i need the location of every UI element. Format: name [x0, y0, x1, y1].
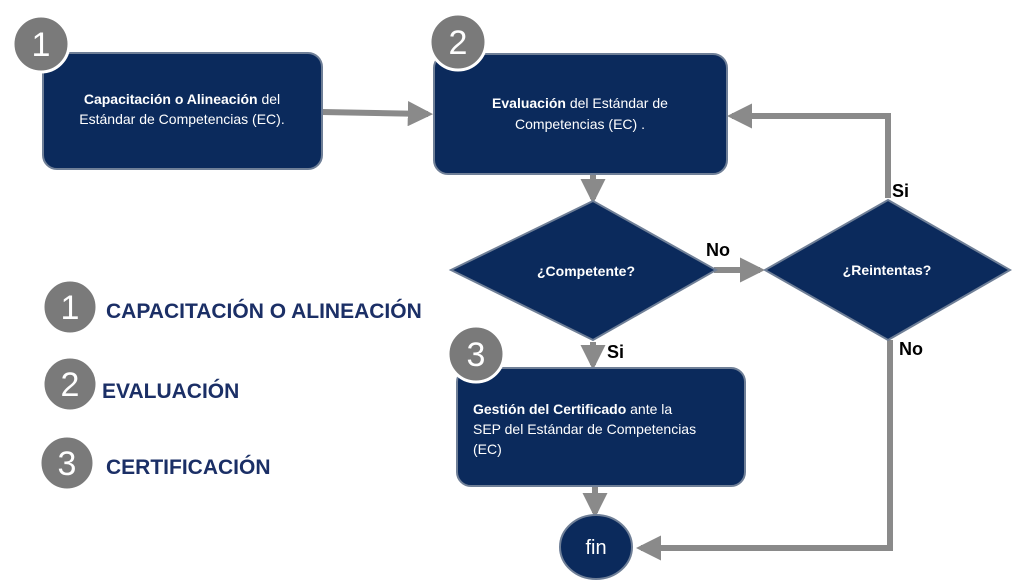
decision-reintentas: ¿Reintentas?: [762, 198, 1013, 342]
decision-competente: ¿Competente?: [448, 199, 719, 342]
arrow-reintentas-si-to-evaluacion: [726, 103, 891, 198]
step-3-text-line-2: SEP del Estándar de Competencias: [473, 421, 696, 437]
step-2-badge: 2: [428, 12, 488, 72]
arrow-capacitacion-to-evaluacion: [321, 101, 434, 127]
legend: 1 CAPACITACIÓN O ALINEACIÓN 2 EVALUACIÓN…: [38, 278, 422, 492]
step-3-gestion-node: Gestión del Certificado ante la SEP del …: [456, 367, 746, 487]
step-3-badge: 3: [446, 324, 506, 384]
edge-label-reintentas-no: No: [899, 339, 923, 359]
legend-item-1-number: 1: [61, 289, 80, 327]
connectors: [321, 101, 893, 561]
decision-competente-label: ¿Competente?: [537, 263, 635, 279]
legend-item-3-number: 3: [58, 445, 77, 483]
step-2-badge-number: 2: [449, 24, 468, 62]
edge-label-competente-no: No: [706, 240, 730, 260]
step-1-text-line-1: Capacitación o Alineación del: [84, 91, 280, 107]
step-1-badge-number: 1: [32, 26, 51, 64]
step-3-text-line-3: (EC): [473, 441, 502, 457]
end-node-label: fin: [585, 537, 606, 559]
legend-item-3: 3 CERTIFICACIÓN: [38, 434, 271, 492]
legend-item-2-label: EVALUACIÓN: [102, 379, 239, 403]
edge-label-competente-si: Si: [607, 342, 624, 362]
legend-item-1-label: CAPACITACIÓN O ALINEACIÓN: [106, 299, 422, 323]
decision-reintentas-label: ¿Reintentas?: [843, 262, 932, 278]
step-1-box: [42, 52, 323, 170]
arrow-reintentas-no-to-fin: [635, 340, 893, 561]
step-3-text-line-1: Gestión del Certificado ante la: [473, 401, 672, 417]
step-2-box: [433, 53, 728, 175]
step-1-capacitacion-node: Capacitación o Alineación del Estándar d…: [42, 52, 323, 170]
legend-item-1: 1 CAPACITACIÓN O ALINEACIÓN: [41, 278, 422, 336]
step-2-text-line-1: Evaluación del Estándar de: [492, 95, 668, 111]
legend-item-3-label: CERTIFICACIÓN: [106, 455, 271, 479]
step-2-text-line-2: Competencias (EC) .: [515, 116, 645, 132]
step-2-evaluacion-node: Evaluación del Estándar de Competencias …: [433, 53, 728, 175]
step-1-text-line-2: Estándar de Competencias (EC).: [79, 111, 284, 127]
step-1-badge: 1: [11, 14, 71, 74]
legend-item-2: 2 EVALUACIÓN: [41, 355, 239, 413]
end-node-fin: fin: [559, 514, 633, 580]
step-3-box: [456, 367, 746, 487]
step-3-badge-number: 3: [467, 336, 486, 374]
edge-label-reintentas-si: Si: [892, 181, 909, 201]
legend-item-2-number: 2: [61, 366, 80, 404]
